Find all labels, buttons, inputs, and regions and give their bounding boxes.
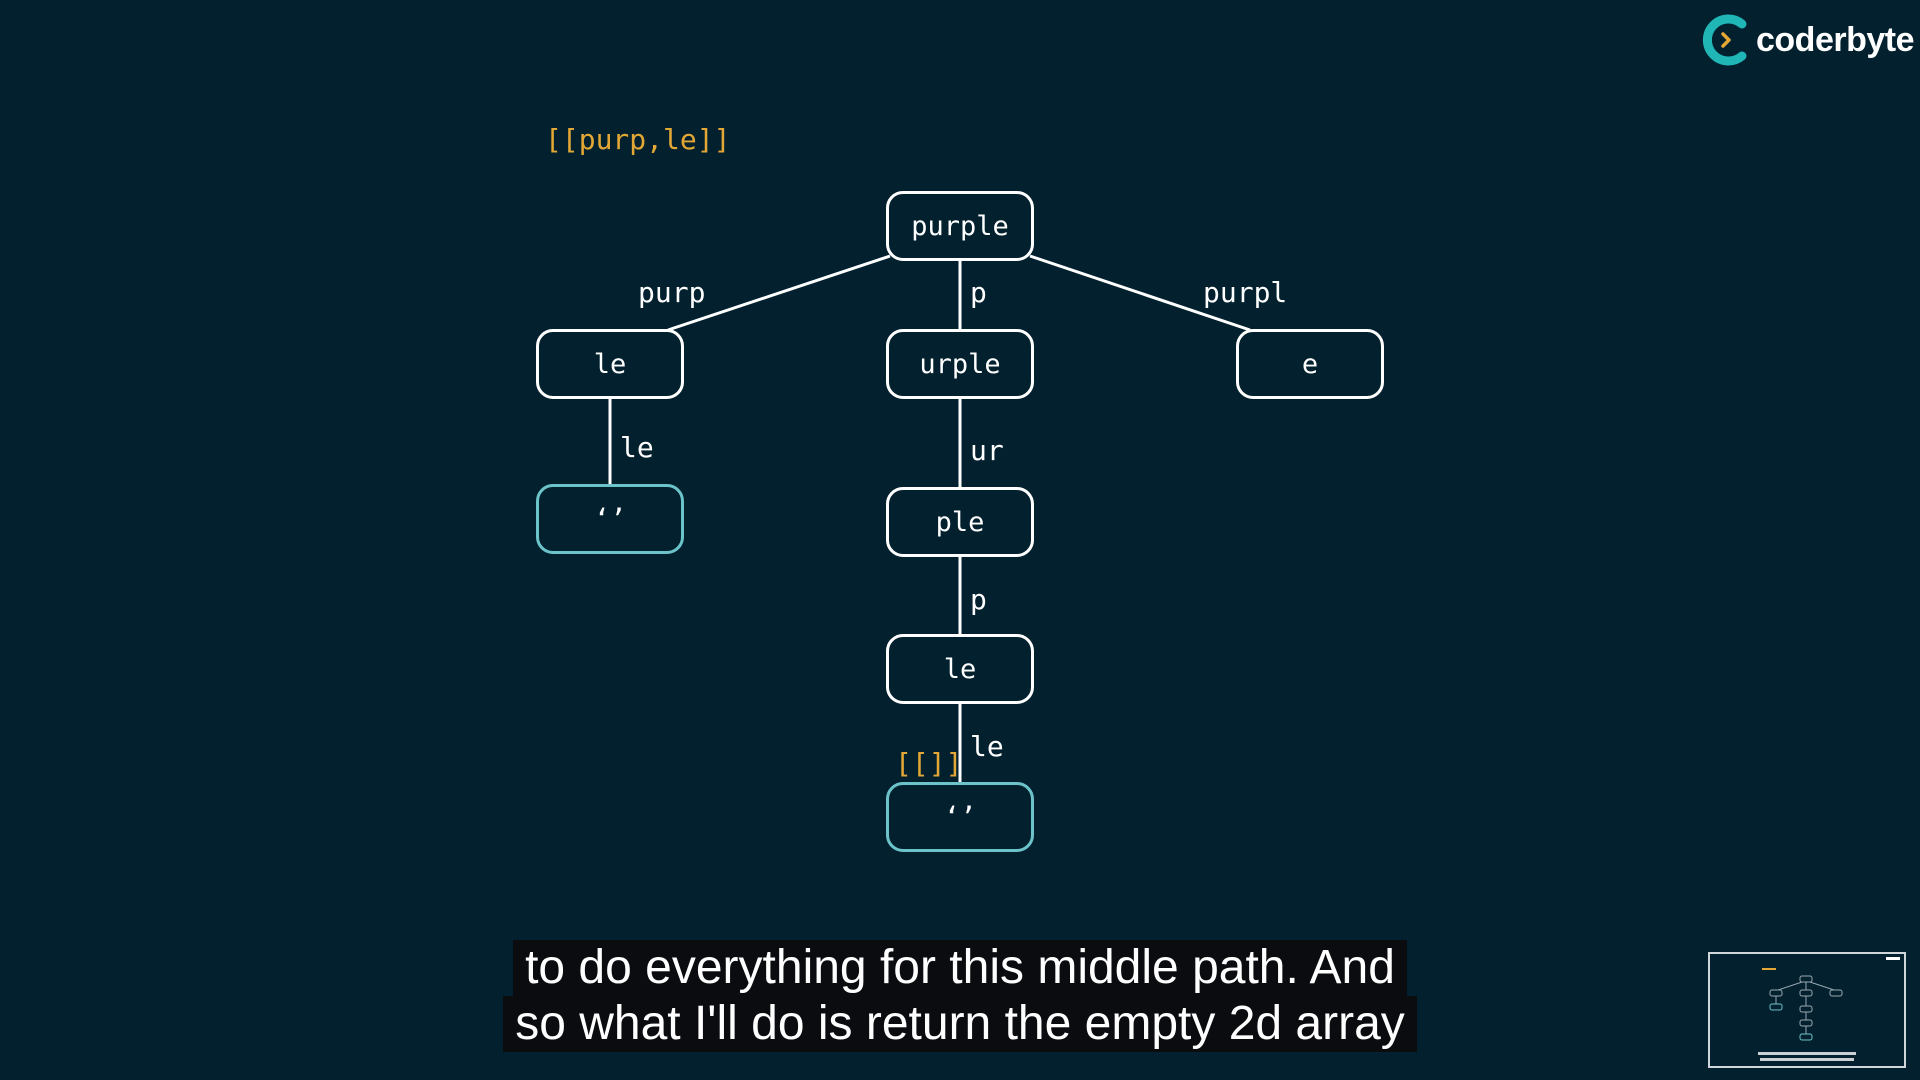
edge-label-root-middle: p: [970, 276, 987, 309]
coderbyte-c-logo-icon: [1702, 14, 1752, 66]
node-middle: urple: [886, 329, 1034, 399]
node-middle-child: ple: [886, 487, 1034, 557]
edge-label-le-down: le: [970, 730, 1004, 763]
edge-root-left: [667, 254, 891, 332]
node-middle-grandchild: le: [886, 634, 1034, 704]
node-right: e: [1236, 329, 1384, 399]
edge-label-middle-down: ur: [970, 434, 1004, 467]
subtitle-caption: to do everything for this middle path. A…: [0, 940, 1920, 1052]
edge-label-ple-down: p: [970, 583, 987, 616]
thumbnail-diagram-icon: [1758, 957, 1900, 1061]
result-annotation-leaf: [[]]: [895, 747, 963, 780]
node-middle-empty-leaf: ‘’: [886, 782, 1034, 852]
video-thumbnail-preview[interactable]: [1708, 952, 1906, 1068]
result-annotation-top: [[purp,le]]: [545, 123, 731, 156]
edge-label-left-down: le: [620, 431, 654, 464]
edge-label-root-left: purp: [638, 276, 706, 309]
brand-name: coderbyte: [1756, 20, 1915, 59]
edge-label-root-right: purpl: [1203, 276, 1288, 309]
node-left: le: [536, 329, 684, 399]
caption-line-1: to do everything for this middle path. A…: [513, 940, 1407, 996]
edge-root-right: [1029, 254, 1251, 332]
caption-line-2: so what I'll do is return the empty 2d a…: [503, 996, 1417, 1052]
node-left-empty-leaf: ‘’: [536, 484, 684, 554]
node-root: purple: [886, 191, 1034, 261]
coderbyte-logo: coderbyte: [1702, 14, 1915, 66]
